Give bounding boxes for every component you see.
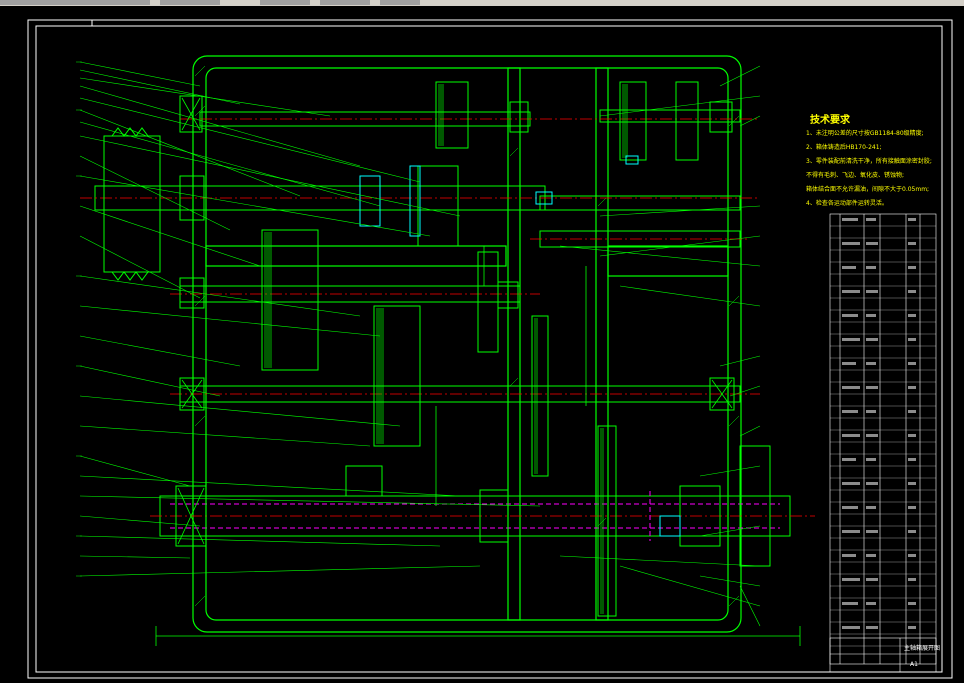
technical-requirements-title: 技术要求	[810, 115, 850, 126]
gears	[261, 81, 699, 617]
parts-list	[829, 213, 937, 665]
toolbar-strip-4[interactable]	[320, 0, 370, 5]
bearing-crosses	[177, 97, 733, 545]
toolbar-strip-1[interactable]	[0, 0, 150, 5]
technical-requirement-2: 2、箱体铸造后HB170-241;	[806, 144, 882, 151]
inner-frame	[35, 25, 943, 673]
technical-requirement-1: 1、未注明公差的尺寸按GB1184-80级精度;	[806, 130, 924, 137]
parts-list-text-marks	[842, 218, 916, 629]
shafts	[94, 109, 791, 537]
technical-requirement-3c: 箱体结合面不允许漏油，间隙不大于0.05mm;	[806, 186, 930, 193]
leader-lines-left	[79, 61, 541, 577]
housing-hatch	[194, 65, 740, 607]
technical-requirement-3: 3、零件装配前清洗干净，所有接触面涂密封胶;	[806, 158, 932, 165]
outer-frame	[27, 19, 953, 679]
leader-lines-right	[559, 65, 761, 627]
drawing-canvas[interactable]: 主轴箱展开图 A1 技术要求 1、未注明公差的尺寸按GB1184-80级精度; …	[0, 6, 964, 683]
toolbar-strip-2[interactable]	[160, 0, 220, 5]
spindle-bore	[170, 491, 780, 541]
housing	[192, 55, 742, 633]
leader-number-ticks	[76, 61, 82, 577]
title-block-sheet: A1	[910, 661, 918, 668]
toolbar-strip-5[interactable]	[380, 0, 420, 5]
parts-list-rows	[830, 225, 936, 647]
toolbar-strip-3[interactable]	[260, 0, 310, 5]
technical-requirement-3b: 不得有毛刺、飞边、氧化皮、锈蚀物;	[806, 172, 905, 179]
title-block	[829, 637, 937, 673]
pulley	[103, 127, 161, 281]
technical-requirement-4: 4、检查各运动部件运转灵活。	[806, 200, 888, 207]
center-lines	[80, 118, 815, 517]
gear-hatch	[264, 84, 628, 614]
title-block-drawing-name: 主轴箱展开图	[904, 644, 940, 652]
gearbox-assembly-drawing: 主轴箱展开图 A1	[27, 19, 953, 679]
dimensions	[155, 246, 801, 646]
